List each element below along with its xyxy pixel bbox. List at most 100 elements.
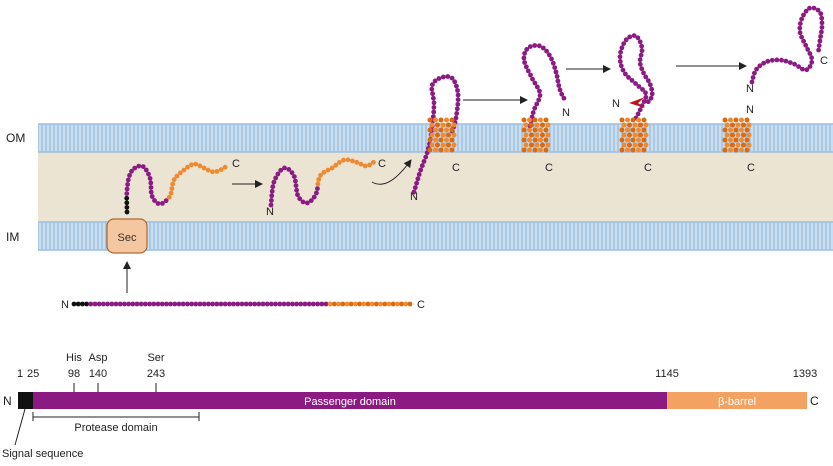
linear-precursor-bead <box>164 301 169 307</box>
barrel3-passenger-bead <box>626 75 631 80</box>
released-passenger-bead <box>817 38 823 44</box>
barrel1-passenger-bead <box>414 180 419 186</box>
beta-barrel-3-bead <box>627 122 632 128</box>
linear-precursor-bead <box>84 301 89 307</box>
linear-precursor-bead <box>327 301 333 307</box>
barrel3-passenger-bead <box>645 99 651 105</box>
periplasm-chain-bead <box>316 177 322 182</box>
beta-barrel-1-bead <box>449 127 455 133</box>
linear-precursor-bead <box>311 301 316 307</box>
beta-barrel-3-bead <box>641 117 647 123</box>
sec-chain-bead <box>214 169 220 174</box>
beta-barrel-2-bead <box>545 122 551 128</box>
barrel1-passenger-bead <box>455 88 460 93</box>
barrel1-passenger-bead <box>431 100 437 106</box>
beta-barrel-3-bead <box>621 132 627 138</box>
inserting-chain-n-terminus: N <box>410 191 418 203</box>
linear-precursor-bead <box>96 301 102 307</box>
released-passenger-bead <box>749 79 755 85</box>
periplasm-chain-c-terminus: C <box>378 158 386 170</box>
linear-precursor-bead <box>206 301 211 307</box>
signal-sequence-pointer <box>14 408 26 446</box>
barrel3-passenger-bead <box>649 91 655 97</box>
beta-barrel-3-bead <box>638 122 643 128</box>
beta-barrel-1-bead <box>433 127 438 133</box>
barrel3-passenger-bead <box>623 71 628 77</box>
sec-translocon-label: Sec <box>118 232 137 244</box>
sec-chain-bead <box>125 182 130 187</box>
barrel1-passenger-bead <box>421 159 427 164</box>
linear-precursor-bead <box>353 301 358 307</box>
released-passenger-bead <box>769 57 775 63</box>
linear-precursor-bead <box>117 301 123 307</box>
linear-precursor-bead <box>197 301 203 307</box>
sec-chain-bead <box>218 167 224 173</box>
periplasm-chain-bead <box>294 187 299 193</box>
linear-precursor-bead <box>269 301 274 307</box>
beta-barrel-4-bead <box>733 137 739 143</box>
beta-barrel-3-bead <box>627 142 632 148</box>
linear-precursor-bead <box>88 301 94 307</box>
beta-barrel-3-bead <box>619 127 625 133</box>
linear-precursor-bead <box>159 301 165 307</box>
beta-barrel-2-bead <box>532 127 538 133</box>
beta-barrel-4-bead <box>739 147 744 153</box>
beta-barrel-1-bead <box>429 142 435 148</box>
sec-chain-bead <box>124 200 130 206</box>
beta-barrel-3-bead <box>632 122 638 128</box>
beta-barrel-1-bead <box>446 132 451 138</box>
barrel2-passenger-bead <box>528 72 533 78</box>
beta-barrel-3-bead <box>630 117 636 123</box>
barrel3-passenger-bead <box>618 63 624 69</box>
beta-barrel-3-bead <box>621 142 627 148</box>
beta-barrel-4-bead <box>744 117 750 123</box>
sec-chain-bead <box>148 180 154 186</box>
barrel3-passenger-bead <box>637 107 643 113</box>
beta-barrel-3-bead <box>627 132 632 138</box>
barrel2-passenger-bead <box>557 87 563 93</box>
released-passenger-bead <box>809 59 815 65</box>
released-passenger-bead <box>754 66 759 72</box>
sec-chain-bead <box>152 198 157 203</box>
barrel1-passenger-bead <box>436 76 442 81</box>
barrel3-n-terminus: N <box>612 98 620 110</box>
beta-barrel-1-bead <box>449 147 455 153</box>
barrel3-passenger-bead <box>635 111 641 117</box>
linear-precursor-bead <box>210 301 216 307</box>
linear-precursor-bead <box>176 301 182 307</box>
sec-chain-bead <box>124 186 130 192</box>
beta-barrel-3-bead <box>621 122 627 128</box>
released-passenger-bead <box>800 66 805 72</box>
barrel2-passenger-bead <box>532 80 538 86</box>
linear-precursor-bead <box>315 301 320 307</box>
barrel2-passenger-bead <box>544 48 549 54</box>
beta-barrel-4-bead <box>744 127 750 133</box>
linear-precursor-bead <box>243 301 249 307</box>
barrel3-passenger-bead <box>627 34 633 40</box>
passenger-domain-block <box>33 392 667 409</box>
released-passenger-bead <box>819 25 825 30</box>
autoproteolysis-cleavage-icon <box>629 97 645 108</box>
linear-precursor-bead <box>134 301 140 307</box>
barrel2-passenger-bead <box>552 65 558 70</box>
beta-barrel-4-bead <box>733 117 739 123</box>
beta-barrel-4-bead <box>728 137 733 143</box>
barrel3-passenger-bead <box>617 54 623 60</box>
beta-barrel-1-bead <box>438 127 444 133</box>
beta-barrel-1 <box>427 117 457 153</box>
beta-barrel-4-bead <box>733 147 739 153</box>
protease-domain-bracket <box>32 412 200 421</box>
released-passenger-bead <box>792 61 797 67</box>
linear-precursor-bead <box>407 301 413 307</box>
sec-chain-bead <box>147 176 153 181</box>
periplasm-chain-bead <box>358 161 364 167</box>
beta-barrel-2-bead <box>545 132 551 138</box>
periplasm-chain-bead <box>314 190 319 196</box>
barrel3-passenger-bead <box>623 37 629 43</box>
beta-barrel-2-bead <box>527 117 532 123</box>
sec-chain-bead <box>124 191 130 197</box>
beta-barrel-4-bead <box>728 147 733 153</box>
beta-barrel-1-bead <box>433 117 438 123</box>
linear-precursor-bead <box>277 301 283 307</box>
linear-precursor-bead <box>172 301 178 307</box>
